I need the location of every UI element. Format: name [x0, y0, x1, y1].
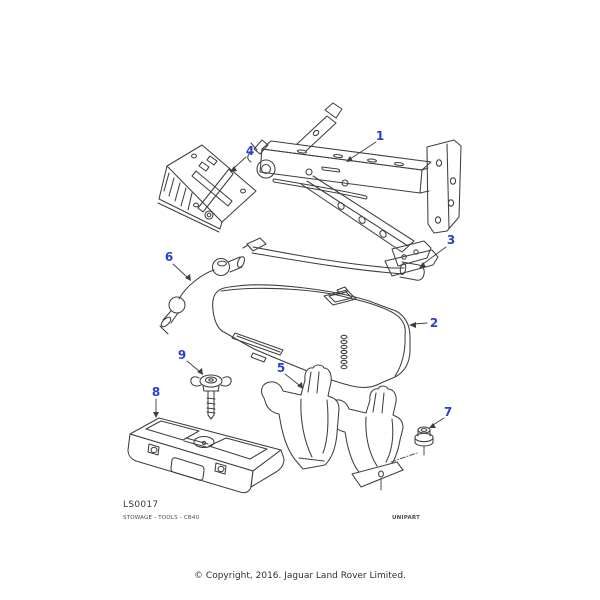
grommet-drawing — [414, 426, 434, 447]
part-label-8[interactable]: 8 — [152, 385, 160, 399]
strap-drawing — [159, 256, 246, 335]
part-label-9[interactable]: 9 — [178, 348, 186, 362]
part-label-7[interactable]: 7 — [444, 405, 452, 419]
tool-tray-drawing — [127, 417, 285, 494]
part-label-3[interactable]: 3 — [447, 233, 455, 247]
brand-text: UNIPART — [392, 515, 421, 521]
wing-bolt-drawing — [190, 374, 232, 420]
cover-drawing — [212, 284, 411, 388]
part-label-6[interactable]: 6 — [165, 250, 173, 264]
diagram-linework — [127, 102, 462, 494]
jack-handle-drawing — [242, 237, 425, 281]
part-label-1[interactable]: 1 — [376, 129, 384, 143]
part-labels: 1 2 3 4 5 6 7 8 9 — [152, 129, 455, 419]
diagram-code: LS0017 — [123, 500, 159, 510]
retainer-brackets-drawing — [261, 364, 404, 488]
jack-drawing — [247, 102, 462, 277]
part-label-4[interactable]: 4 — [246, 144, 254, 158]
reference-dash-lines — [380, 445, 425, 491]
diagram-caption: STOWAGE - TOOLS - CB40 — [123, 515, 200, 521]
copyright-text: © Copyright, 2016. Jaguar Land Rover Lim… — [194, 571, 406, 581]
part-label-2[interactable]: 2 — [430, 316, 438, 330]
chock-bracket-drawing — [157, 144, 257, 233]
part-label-5[interactable]: 5 — [277, 361, 285, 375]
leader-lines — [153, 141, 447, 428]
